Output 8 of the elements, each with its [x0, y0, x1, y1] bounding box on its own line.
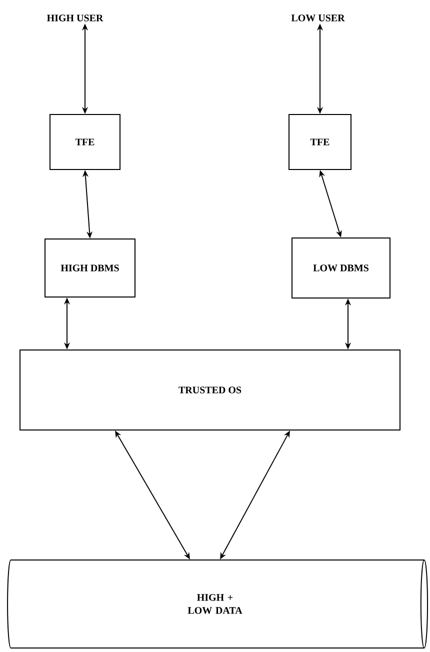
process-box: TFE: [288, 114, 352, 170]
process-box: TFE: [50, 114, 120, 170]
process-box: HIGH DBMS: [44, 238, 136, 298]
process-box: TRUSTED OS: [20, 350, 400, 430]
database-cylinder: HIGH + LOW DATA: [7, 560, 428, 648]
user-label: HIGH USER: [46, 14, 104, 22]
user-label: LOW USER: [291, 14, 345, 22]
process-box: LOW DBMS: [292, 238, 390, 298]
